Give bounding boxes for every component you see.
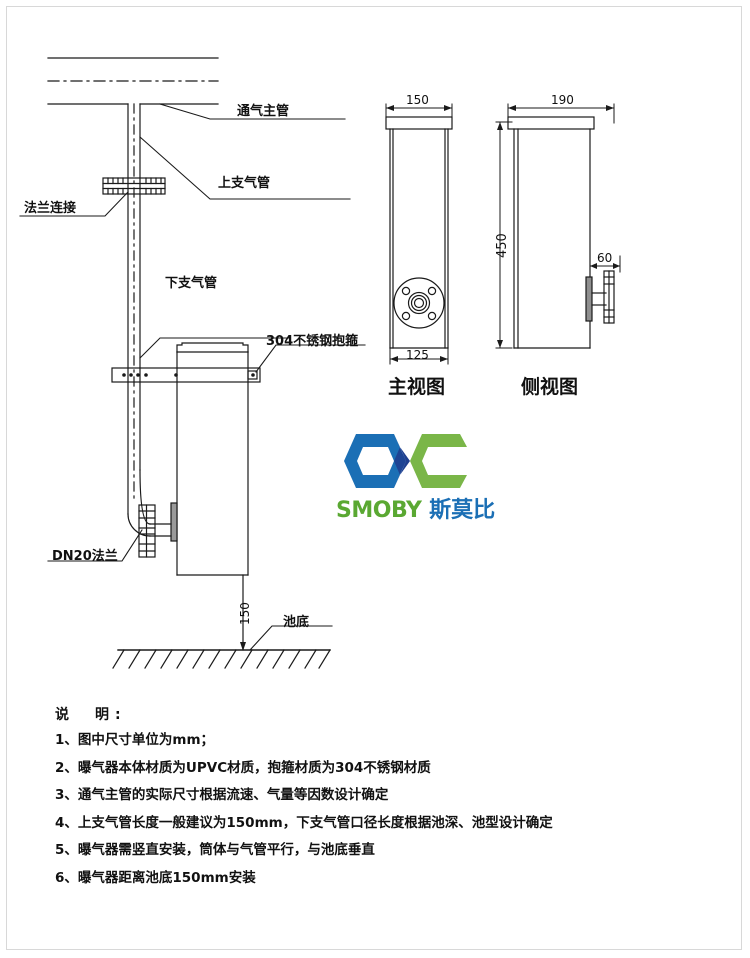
front-view-geometry bbox=[385, 116, 453, 349]
side-view-dimensions bbox=[495, 103, 621, 349]
lower-branch-pipe-outline bbox=[127, 469, 172, 537]
notes-block: 说 明: 1、图中尺寸单位为mm； 2、曝气器本体材质为UPVC材质，抱箍材质为… bbox=[55, 704, 715, 898]
note-item: 2、曝气器本体材质为UPVC材质，抱箍材质为304不锈钢材质 bbox=[55, 759, 431, 776]
note-item: 1、图中尺寸单位为mm； bbox=[55, 732, 215, 748]
dimension-install-height: 150 bbox=[238, 602, 252, 625]
logo-brand-cn: 斯莫比 bbox=[429, 498, 496, 523]
callout-pool-bottom: 池底 bbox=[283, 615, 310, 630]
dimension-front-top-width: 150 bbox=[406, 93, 429, 107]
note-item: 6、曝气器距离池底150mm安装 bbox=[55, 869, 256, 886]
dimension-side-flange-offset: 60 bbox=[597, 251, 613, 265]
front-view-dimensions bbox=[385, 103, 453, 365]
dimension-side-width: 190 bbox=[551, 93, 574, 107]
front-view-title: 主视图 bbox=[388, 376, 446, 398]
dimension-body-height: 450 bbox=[495, 233, 510, 258]
pool-bottom-ground bbox=[112, 649, 331, 669]
callout-main-air-pipe: 通气主管 bbox=[237, 104, 290, 119]
aerator-inlet-boss bbox=[170, 502, 178, 542]
logo-hexagon-rings-icon bbox=[344, 434, 467, 488]
dn20-flange bbox=[138, 504, 156, 558]
install-height-dimension bbox=[240, 574, 246, 651]
side-view-title: 侧视图 bbox=[521, 376, 579, 398]
aerator-body-outline bbox=[176, 342, 249, 576]
main-air-pipe-outline bbox=[47, 57, 219, 105]
callout-lower-branch-pipe: 下支气管 bbox=[165, 276, 218, 291]
callout-stainless-clamp: 304不锈钢抱箍 bbox=[266, 334, 359, 349]
callout-leaders bbox=[19, 103, 366, 651]
riser-flange bbox=[102, 177, 166, 195]
dimension-front-bottom-width: 125 bbox=[406, 348, 429, 362]
upper-branch-pipe-outline bbox=[127, 103, 141, 515]
note-item: 3、通气主管的实际尺寸根据流速、气量等因数设计确定 bbox=[55, 787, 389, 804]
side-view-geometry bbox=[507, 116, 615, 349]
callout-upper-branch-pipe: 上支气管 bbox=[218, 176, 271, 191]
note-item: 5、曝气器需竖直安装，筒体与气管平行，与池底垂直 bbox=[55, 842, 375, 859]
notes-title: 说 明: bbox=[55, 707, 127, 723]
callout-dn20-flange: DN20法兰 bbox=[52, 549, 118, 564]
logo-wordmark: SMOBY 斯莫比 bbox=[336, 492, 495, 524]
callout-flange-connection: 法兰连接 bbox=[24, 201, 77, 216]
logo-brand-en: SMOBY bbox=[336, 498, 422, 523]
note-item: 4、上支气管长度一般建议为150mm，下支气管口径长度根据池深、池型设计确定 bbox=[55, 814, 553, 831]
company-logo: SMOBY 斯莫比 bbox=[336, 430, 495, 525]
